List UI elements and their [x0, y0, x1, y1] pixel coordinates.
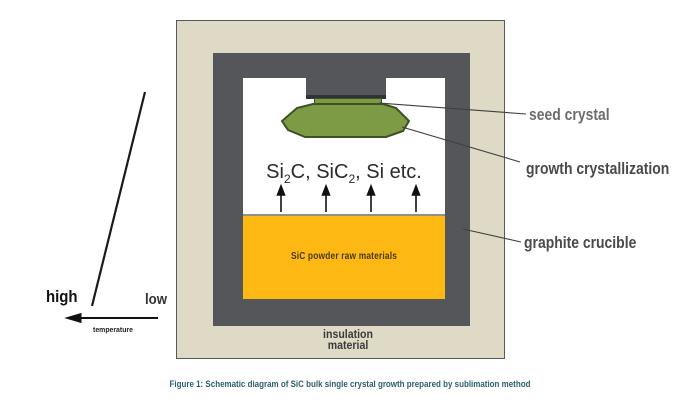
temperature-axis-arrow-icon [64, 312, 158, 324]
seed-holder-pedestal [306, 78, 386, 95]
growth-crystal-polygon [280, 103, 411, 138]
temperature-low-label: low [145, 291, 167, 308]
temperature-high-label: high [46, 287, 78, 306]
gas-species-formula: Si2C, SiC2, Si etc. [266, 161, 422, 186]
callout-growth-crystallization: growth crystallization [526, 159, 670, 178]
callout-seed-crystal: seed crystal [529, 105, 610, 124]
temperature-axis-label: temperature [93, 325, 133, 334]
callout-graphite-crucible: graphite crucible [524, 233, 637, 252]
growth-crystal-shape [280, 103, 411, 138]
seed-holder-band [306, 95, 386, 99]
powder-label: SiC powder raw materials [290, 250, 398, 262]
insulation-label-line2: material [327, 338, 369, 352]
sic-powder-region [243, 214, 445, 299]
temperature-gradient-line [90, 91, 147, 307]
insulation-label: insulation material [300, 327, 397, 352]
insulation-label-line1: insulation [323, 327, 373, 341]
figure-caption: Figure 1: Schematic diagram of SiC bulk … [169, 379, 531, 390]
